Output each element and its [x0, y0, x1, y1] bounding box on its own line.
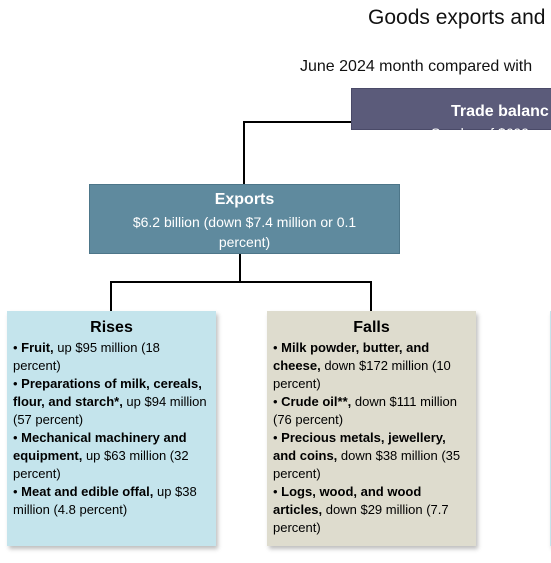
item-detail: up $63 million (32 percent) [13, 448, 189, 481]
rises-list: • Fruit, up $95 million (18 percent) • P… [13, 339, 210, 519]
list-item: • Fruit, up $95 million (18 percent) [13, 340, 160, 373]
list-item: • Logs, wood, and wood articles, down $2… [273, 484, 449, 535]
item-name: Precious metals, jewellery, and coins, [273, 430, 446, 463]
exports-detail: $6.2 billion (down $7.4 million or 0.1 p… [132, 214, 357, 250]
item-detail: down $38 million (35 percent) [273, 448, 461, 481]
item-name: Mechanical machinery and equipment, [13, 430, 187, 463]
diagram-title: Goods exports and [368, 6, 546, 29]
item-detail: down $29 million (7.7 percent) [273, 502, 449, 535]
item-name: Logs, wood, and wood articles, [273, 484, 422, 517]
rises-heading: Rises [90, 319, 133, 336]
list-item: • Crude oil**, down $111 million (76 per… [273, 394, 457, 427]
item-detail: up $38 million (4.8 percent) [13, 484, 197, 517]
falls-heading: Falls [353, 319, 390, 336]
trade-balance-box: Trade balanc Surplus of $699 m [351, 88, 551, 141]
list-item: • Precious metals, jewellery, and coins,… [273, 430, 461, 481]
trade-balance-heading: Trade balanc [451, 103, 549, 120]
item-name: Crude oil**, [281, 394, 352, 409]
item-detail: up $95 million (18 percent) [13, 340, 160, 373]
item-name: Fruit, [21, 340, 54, 355]
item-name: Milk powder, butter, and cheese, [273, 340, 430, 373]
item-detail: down $111 million (76 percent) [273, 394, 457, 427]
item-name: Meat and edible offal, [21, 484, 154, 499]
item-detail: up $94 million (57 percent) [13, 394, 207, 427]
diagram-subtitle: June 2024 month compared with [300, 58, 533, 75]
trade-balance-detail: Surplus of $699 m [431, 125, 545, 141]
list-item: • Mechanical machinery and equipment, up… [13, 430, 189, 481]
trade-to-exports-line [243, 121, 351, 184]
list-item: • Meat and edible offal, up $38 million … [13, 484, 197, 517]
item-name: Preparations of milk, cereals, flour, an… [13, 376, 202, 409]
list-item: • Milk powder, butter, and cheese, down … [273, 340, 451, 391]
rises-panel: Rises • Fruit, up $95 million (18 percen… [7, 311, 216, 546]
list-item: • Preparations of milk, cereals, flour, … [13, 376, 207, 427]
exports-box: Exports $6.2 billion (down $7.4 million … [89, 184, 400, 254]
item-detail: down $172 million (10 percent) [273, 358, 451, 391]
falls-list: • Milk powder, butter, and cheese, down … [273, 339, 470, 537]
falls-panel: Falls • Milk powder, butter, and cheese,… [267, 311, 476, 546]
exports-heading: Exports [214, 191, 275, 208]
